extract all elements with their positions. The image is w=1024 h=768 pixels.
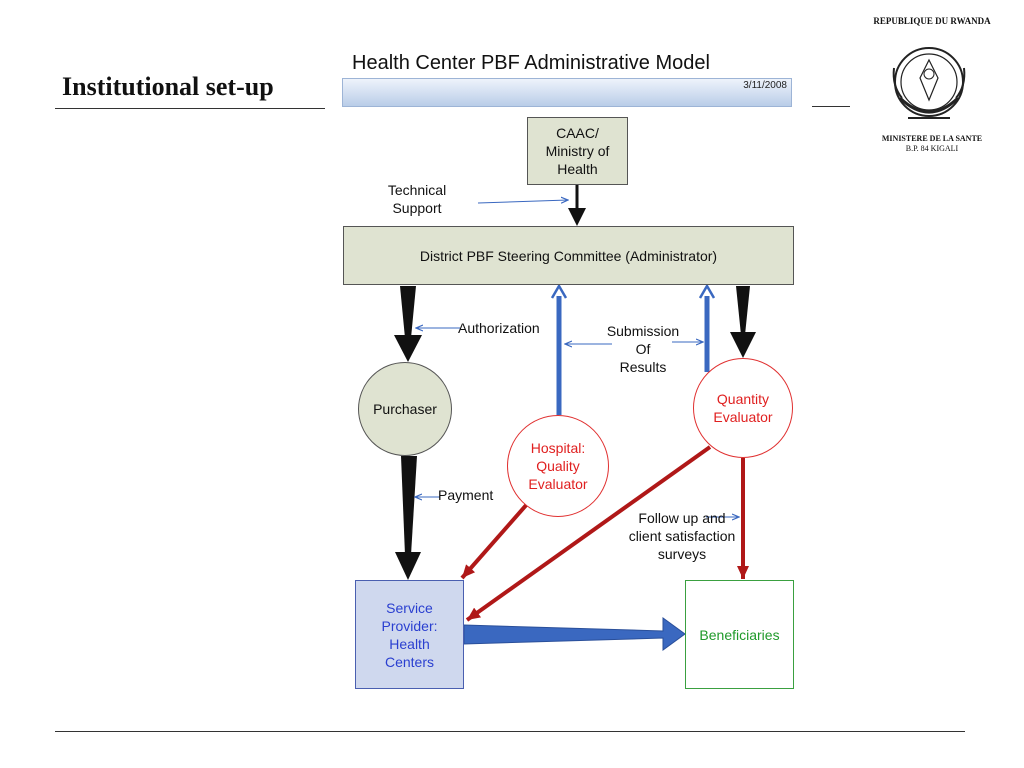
label-text: Technical [387, 182, 447, 198]
rwanda-coat-of-arms-icon [892, 47, 966, 119]
pointer-technical-support [477, 200, 568, 203]
node-text: District PBF Steering Committee (Adminis… [419, 247, 718, 264]
node-text: Centers [384, 653, 435, 670]
title-rule-right [812, 106, 850, 107]
node-text: Ministry of [545, 143, 610, 159]
ministry-address: B.P. 84 KIGALI [905, 144, 959, 153]
label-authorization: Authorization [458, 319, 540, 337]
node-text: Service [386, 599, 433, 616]
label-text: client satisfaction [628, 528, 736, 544]
label-text: Authorization [458, 320, 540, 336]
arrow-hospital-to-district [550, 283, 568, 415]
country-name: REPUBLIQUE DU RWANDA [873, 16, 991, 26]
footer-rule [55, 731, 965, 732]
arrow-district-to-quantity [730, 286, 756, 358]
node-purchaser: Purchaser [358, 362, 452, 456]
diagram-header-bar [342, 78, 792, 107]
arrow-quantity-to-service [465, 445, 712, 622]
node-text: Purchaser [373, 401, 437, 417]
node-text: Health [557, 161, 598, 177]
label-text: Of [635, 341, 651, 357]
ministry-name: MINISTERE DE LA SANTE [881, 134, 983, 143]
node-district-steering-committee: District PBF Steering Committee (Adminis… [343, 226, 794, 285]
node-text: Hospital: [530, 440, 586, 456]
label-text: Payment [438, 487, 494, 503]
arrow-hospital-to-service [460, 501, 530, 580]
node-text: Evaluator [528, 476, 588, 492]
diagram-title: Health Center PBF Administrative Model [352, 52, 710, 74]
label-text: Results [619, 359, 667, 375]
title-rule [55, 108, 325, 109]
node-text: Provider: [381, 617, 438, 634]
label-text: Follow up and [638, 510, 726, 526]
node-beneficiaries: Beneficiaries [685, 580, 794, 689]
arrow-quantity-to-district [698, 283, 716, 372]
slide-title: Institutional set-up [62, 72, 274, 101]
arrow-caac-to-district [568, 185, 586, 226]
node-text: Beneficiaries [699, 626, 780, 643]
diagram-date: 3/11/2008 [743, 80, 787, 91]
node-text: Quality [536, 458, 580, 474]
label-payment: Payment [438, 486, 493, 504]
label-text: surveys [657, 546, 707, 562]
arrow-district-to-purchaser [394, 286, 422, 362]
label-text: Submission [606, 323, 680, 339]
node-caac-ministry: CAAC/Ministry of Health [527, 117, 628, 185]
label-text: Support [392, 200, 442, 216]
node-text: CAAC/ [556, 125, 599, 141]
node-text: Evaluator [713, 409, 773, 425]
node-text: Health [389, 635, 430, 652]
label-follow-up-surveys: Follow up and client satisfaction surveys [608, 509, 756, 563]
node-text: Quantity [716, 391, 770, 407]
arrow-purchaser-to-service [395, 456, 421, 580]
arrow-service-to-beneficiaries [463, 617, 686, 651]
